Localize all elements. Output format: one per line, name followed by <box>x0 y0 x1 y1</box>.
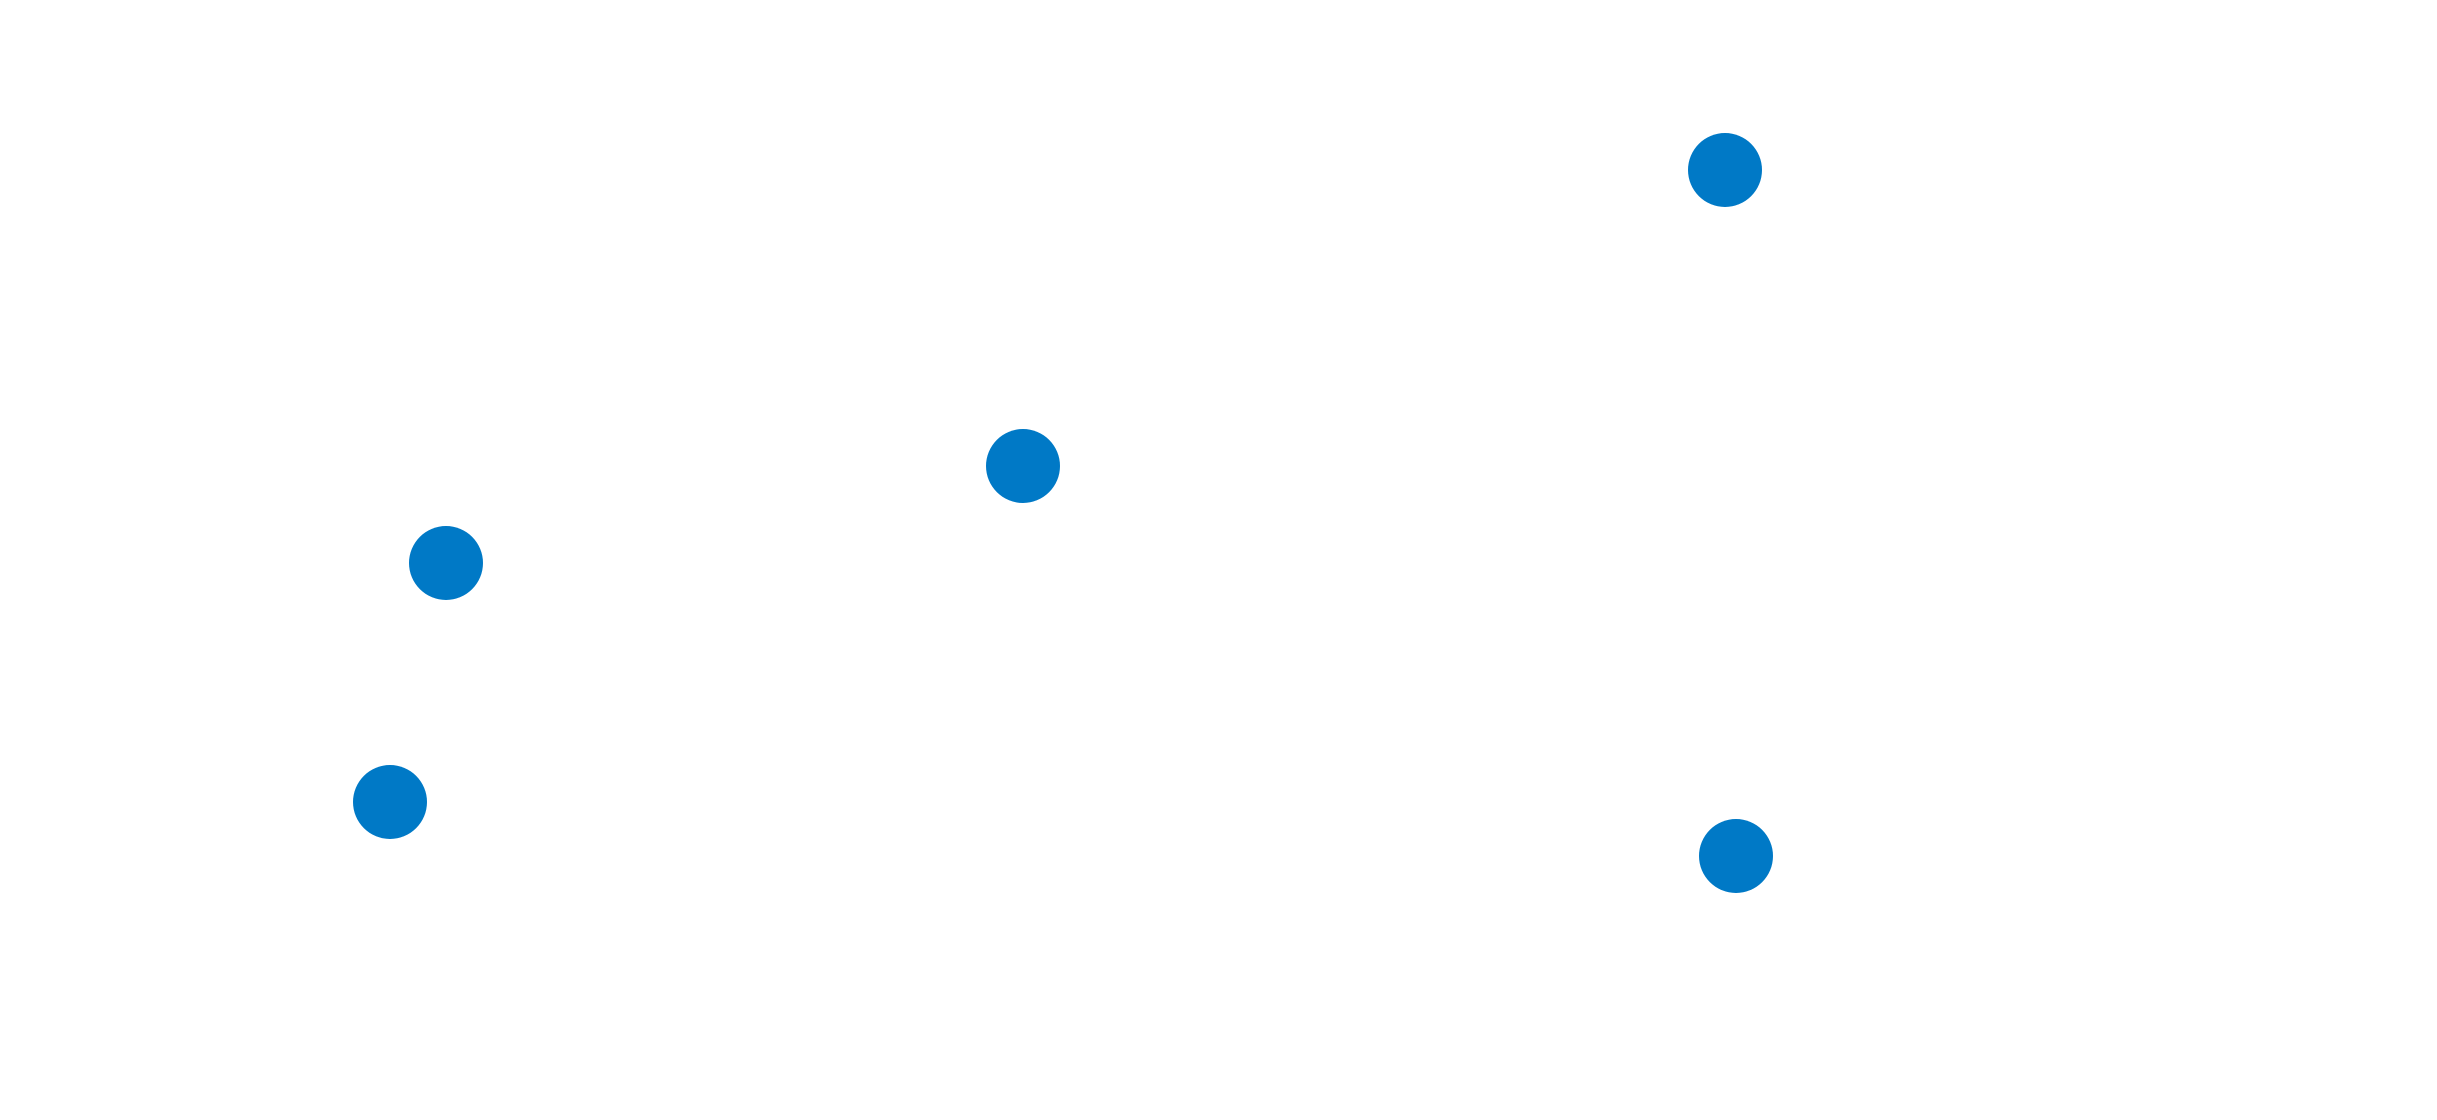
scatter-point-5 <box>1699 819 1773 893</box>
scatter-point-2 <box>986 429 1060 503</box>
scatter-point-4 <box>353 765 427 839</box>
points-layer <box>353 133 1773 893</box>
scatter-point-1 <box>1688 133 1762 207</box>
scatter-point-3 <box>409 526 483 600</box>
